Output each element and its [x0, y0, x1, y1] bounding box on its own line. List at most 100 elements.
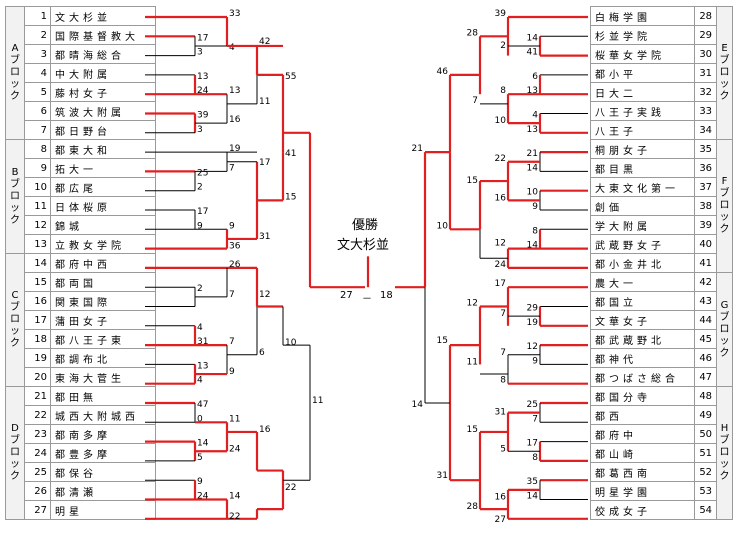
match-score: 15 [437, 336, 448, 346]
team-number: 51 [693, 443, 718, 463]
match-score: 5 [197, 453, 203, 463]
block-label: Gブロック [716, 272, 733, 387]
match-score: 35 [527, 477, 538, 487]
team-number: 40 [693, 234, 718, 254]
match-score: 16 [229, 115, 241, 125]
match-score: 24 [197, 492, 209, 502]
block-label-text: Fブロック [719, 176, 730, 235]
match-score: 31 [495, 408, 506, 418]
match-score: 55 [285, 72, 296, 82]
match-score: 25 [527, 400, 538, 410]
match-score: 29 [527, 304, 539, 314]
match-score: 39 [197, 111, 209, 121]
match-score: 4 [229, 43, 235, 53]
match-score: 3 [197, 48, 203, 58]
match-score: 17 [197, 33, 208, 43]
match-score: 10 [285, 338, 297, 348]
team-number: 54 [693, 500, 718, 520]
team-number: 46 [693, 348, 718, 368]
match-score: 24 [495, 260, 507, 270]
match-score: 6 [259, 348, 265, 358]
block-label-text: Cブロック [10, 290, 20, 349]
match-score: 15 [467, 176, 478, 186]
match-score: 21 [527, 149, 538, 159]
match-score: 33 [229, 9, 240, 19]
match-score: 39 [495, 9, 507, 19]
team-number: 37 [693, 177, 718, 197]
match-score: 7 [229, 337, 235, 347]
team-number: 32 [693, 82, 718, 102]
match-score: 13 [527, 86, 538, 96]
match-score: 3 [197, 125, 203, 135]
block-label-text: Bブロック [10, 166, 20, 226]
match-score: 0 [197, 414, 203, 424]
block-label: Fブロック [716, 139, 733, 273]
match-score: 31 [437, 471, 448, 481]
match-score: 10 [495, 116, 507, 126]
final-score-b: 18 [380, 290, 393, 301]
match-score: 28 [467, 28, 479, 38]
match-score: 27 [495, 515, 506, 525]
match-score: 17 [527, 439, 538, 449]
match-score: 10 [437, 221, 449, 231]
match-score: 9 [229, 221, 235, 231]
match-score: 7 [472, 96, 478, 106]
match-score: 16 [259, 425, 271, 435]
match-score: 10 [527, 188, 539, 198]
match-score: 11 [467, 357, 478, 367]
team-name: 明星 [50, 500, 156, 520]
match-score: 13 [197, 72, 208, 82]
match-score: 41 [285, 149, 296, 159]
match-score: 12 [527, 342, 538, 352]
block-label-text: Gブロック [719, 299, 730, 359]
match-score: 15 [467, 425, 478, 435]
match-score: 19 [527, 318, 539, 328]
match-score: 4 [532, 111, 538, 121]
match-score: 9 [532, 356, 538, 366]
match-score: 14 [527, 492, 539, 502]
team-number: 50 [693, 424, 718, 444]
team-number: 41 [693, 253, 718, 273]
final-score-a: 27 [340, 290, 353, 301]
match-score: 13 [229, 86, 240, 96]
match-score: 5 [500, 444, 506, 454]
match-score: 19 [229, 144, 241, 154]
match-score: 14 [412, 400, 424, 410]
block-label-text: Dブロック [10, 423, 20, 482]
match-score: 31 [197, 337, 208, 347]
block-label-text: Aブロック [10, 43, 20, 102]
match-score: 13 [527, 125, 538, 135]
match-score: 46 [437, 67, 449, 77]
match-score: 12 [467, 299, 478, 309]
match-score: 25 [197, 168, 208, 178]
match-score: 31 [259, 232, 270, 242]
